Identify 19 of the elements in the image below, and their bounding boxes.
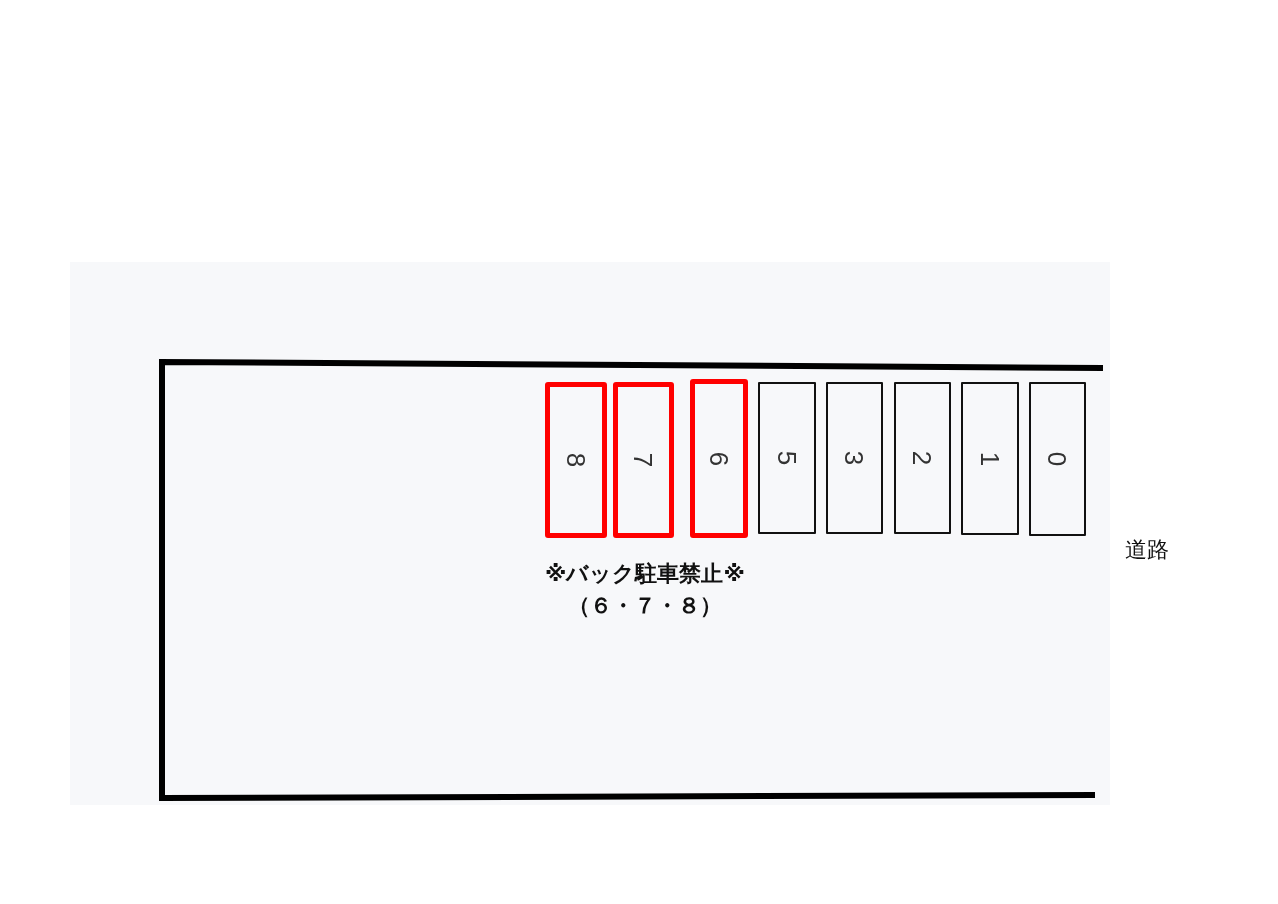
space-number: 7 (630, 452, 657, 468)
road-label: 道路 (1124, 538, 1170, 563)
parking-space (1029, 382, 1086, 536)
parking-note: （６・７・８） (567, 594, 723, 619)
space-number: 0 (1044, 451, 1071, 467)
space-number: 3 (841, 450, 868, 466)
parking-space (894, 382, 951, 534)
space-number: 2 (909, 450, 936, 466)
parking-space (826, 382, 883, 534)
space-number: 6 (706, 451, 732, 466)
parking-space (961, 382, 1019, 535)
parking-space (758, 382, 816, 534)
highlighted-parking-space (613, 382, 674, 538)
highlighted-parking-space (690, 379, 748, 538)
space-number: 5 (774, 450, 800, 466)
space-number: 1 (977, 451, 1003, 466)
highlighted-parking-space (545, 382, 607, 538)
space-number: 8 (563, 452, 589, 468)
parking-note: ※バック駐車禁止※ (544, 562, 746, 587)
